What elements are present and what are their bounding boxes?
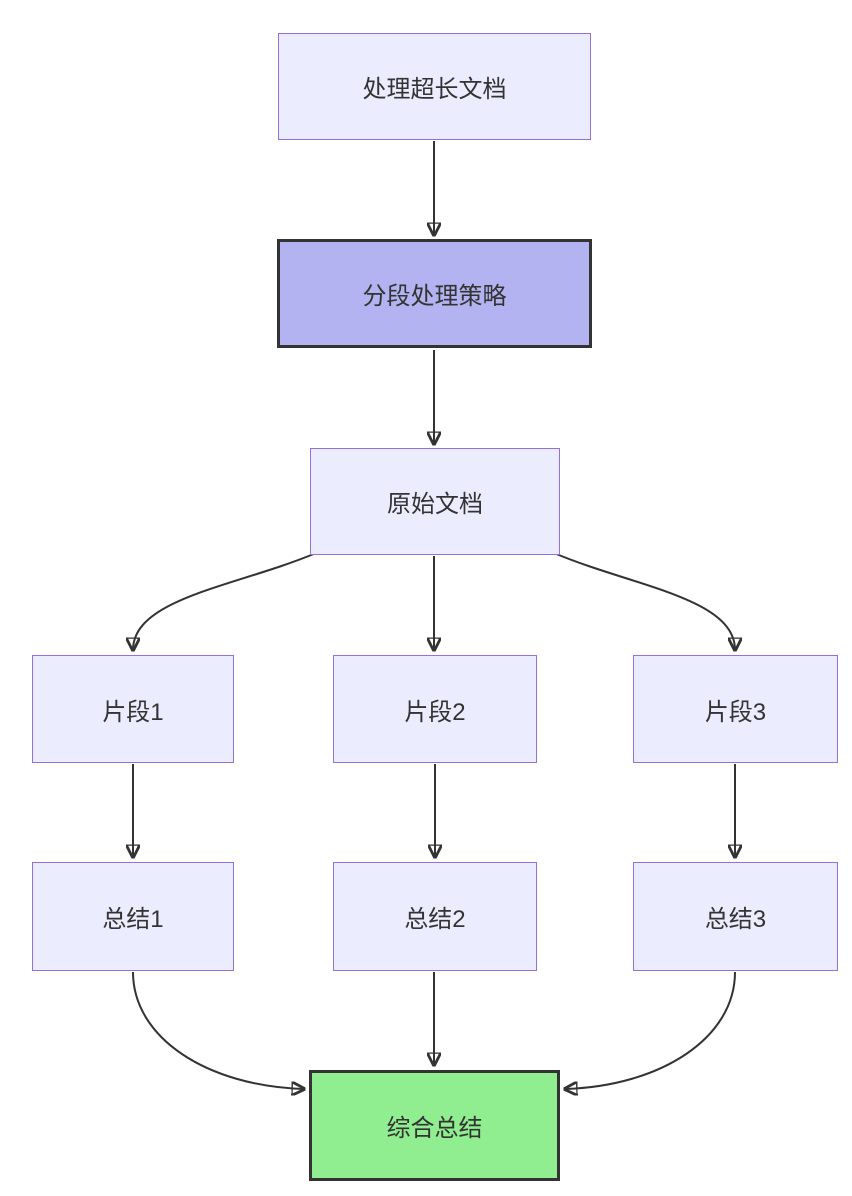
node-segment-3: 片段3 (633, 655, 838, 763)
edge-original-seg1 (133, 552, 317, 650)
node-summary-1: 总结1 (32, 862, 234, 971)
node-label: 分段处理策略 (362, 283, 507, 310)
node-segmentation-strategy: 分段处理策略 (277, 239, 592, 348)
node-segment-1: 片段1 (32, 655, 234, 763)
node-label: 总结1 (102, 906, 164, 933)
edge-original-seg3 (553, 552, 735, 650)
node-label: 片段2 (404, 698, 466, 726)
node-label: 总结2 (404, 906, 466, 933)
edge-sum1-final (132, 971, 304, 1089)
node-label: 处理超长文档 (362, 76, 507, 103)
node-process-long-document: 处理超长文档 (278, 33, 591, 140)
node-label: 综合总结 (386, 1115, 483, 1142)
node-original-document: 原始文档 (310, 448, 560, 555)
node-label: 总结3 (704, 906, 767, 933)
node-summary-2: 总结2 (333, 862, 537, 971)
node-label: 片段1 (102, 698, 164, 726)
edge-sum3-final (565, 971, 736, 1089)
node-summary-3: 总结3 (633, 862, 838, 971)
node-segment-2: 片段2 (333, 655, 537, 763)
node-combined-summary: 综合总结 (309, 1070, 560, 1181)
node-label: 原始文档 (387, 491, 483, 518)
node-label: 片段3 (704, 698, 767, 726)
